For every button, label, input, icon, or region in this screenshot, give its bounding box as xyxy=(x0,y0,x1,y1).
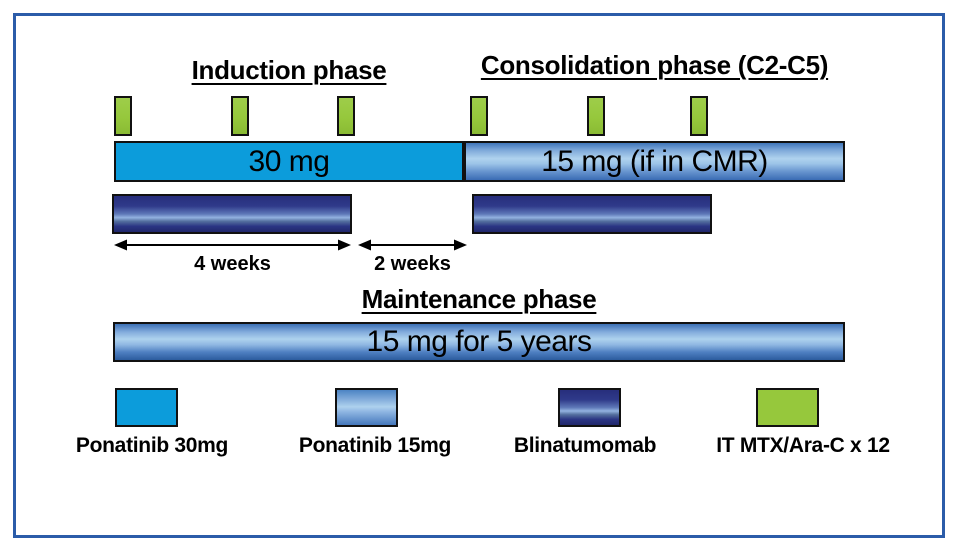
legend-swatch-ponatinib-30mg xyxy=(115,388,178,427)
four-weeks-label: 4 weeks xyxy=(194,253,271,275)
legend-label-it-mtx-ara-c: IT MTX/Ara-C x 12 xyxy=(716,434,890,457)
it-dose-tick xyxy=(470,96,488,136)
ponatinib-15mg-bar-label: 15 mg (if in CMR) xyxy=(541,144,768,178)
legend-label-ponatinib-15mg: Ponatinib 15mg xyxy=(298,434,452,457)
consolidation-phase-title: Consolidation phase (C2-C5) xyxy=(480,50,829,80)
ponatinib-30mg-bar: 30 mg xyxy=(114,141,464,182)
two-weeks-double-arrow xyxy=(358,239,467,251)
it-dose-tick xyxy=(690,96,708,136)
it-dose-tick xyxy=(231,96,249,136)
maintenance-phase-title: Maintenance phase xyxy=(361,284,597,314)
ponatinib-30mg-bar-label: 30 mg xyxy=(248,144,330,178)
legend-swatch-ponatinib-15mg xyxy=(335,388,398,427)
it-dose-tick xyxy=(337,96,355,136)
it-dose-tick xyxy=(587,96,605,136)
maintenance-bar: 15 mg for 5 years xyxy=(113,322,845,362)
four-weeks-double-arrow xyxy=(114,239,351,251)
legend-label-ponatinib-30mg: Ponatinib 30mg xyxy=(75,434,229,457)
it-dose-tick xyxy=(114,96,132,136)
two-weeks-label: 2 weeks xyxy=(374,253,451,275)
legend-swatch-blinatumomab xyxy=(558,388,621,427)
maintenance-bar-label: 15 mg for 5 years xyxy=(366,325,592,358)
blinatumomab-bar-induction xyxy=(112,194,352,234)
induction-phase-title: Induction phase xyxy=(191,55,387,85)
blinatumomab-bar-consolidation xyxy=(472,194,712,234)
ponatinib-15mg-bar: 15 mg (if in CMR) xyxy=(464,141,845,182)
legend-swatch-it-mtx-ara-c xyxy=(756,388,819,427)
legend-label-blinatumomab: Blinatumomab xyxy=(513,434,657,457)
